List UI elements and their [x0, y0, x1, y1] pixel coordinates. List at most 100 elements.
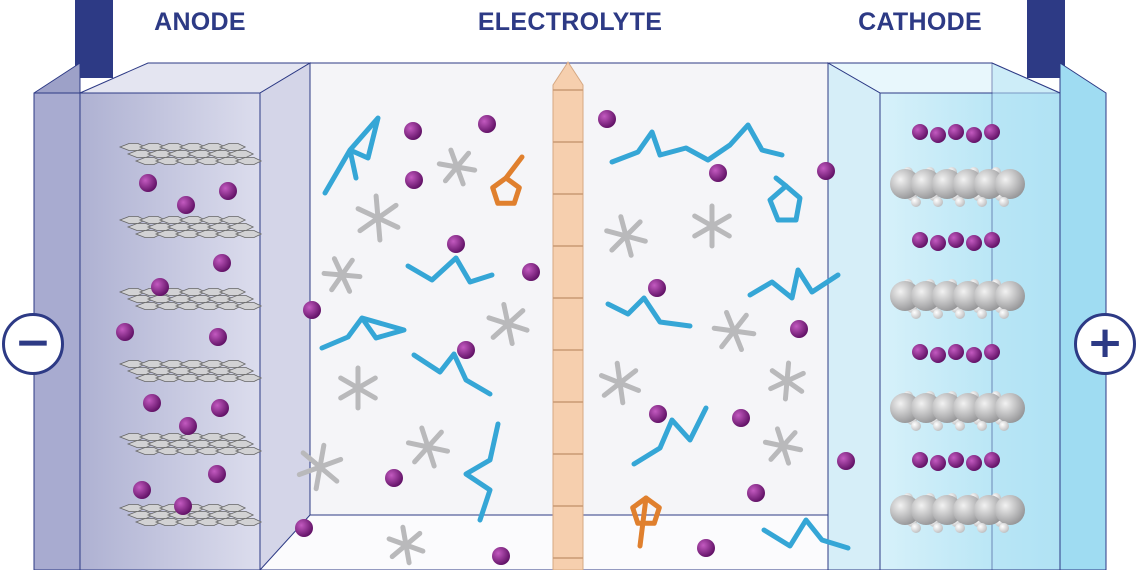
cathode-terminal-post [1027, 0, 1065, 78]
salt-star-icon [711, 309, 757, 353]
ion-sphere-icon [790, 320, 808, 338]
salt-star-icon [355, 193, 401, 243]
ion-sphere-icon [930, 455, 946, 471]
ion-sphere-icon [930, 347, 946, 363]
solvent-molecule-icon [463, 421, 501, 523]
solvent-molecule-icon [747, 267, 841, 301]
ion-sphere-icon [303, 301, 321, 319]
ion-sphere-icon [837, 452, 855, 470]
graphite-sheet-icon [118, 143, 263, 165]
cathode-label: CATHODE [858, 8, 982, 36]
solvent-molecule-icon [631, 405, 709, 467]
ion-sphere-icon [133, 481, 151, 499]
ion-sphere-icon [211, 399, 229, 417]
salt-molecules [296, 147, 806, 566]
ion-sphere-icon [139, 174, 157, 192]
salt-star-icon [436, 147, 478, 187]
ion-sphere-icon [648, 279, 666, 297]
salt-star-icon [598, 360, 642, 406]
solvent-molecule-icon [767, 183, 803, 223]
ion-sphere-icon [948, 344, 964, 360]
ion-sphere-icon [966, 455, 982, 471]
additive-molecules [490, 154, 662, 549]
salt-star-icon [386, 524, 426, 566]
salt-star-icon [405, 425, 451, 469]
solvent-molecule-icon [319, 315, 407, 351]
ion-sphere-icon [697, 539, 715, 557]
ion-sphere-icon [912, 344, 928, 360]
ion-sphere-icon [948, 232, 964, 248]
solvent-molecule-icon [609, 122, 785, 165]
ion-sphere-icon [930, 235, 946, 251]
ion-sphere-icon [984, 452, 1000, 468]
anode-collector [33, 62, 81, 570]
ion-sphere-icon [912, 232, 928, 248]
ion-sphere-icon [817, 162, 835, 180]
ion-sphere-icon [177, 196, 195, 214]
ion-sphere-icon [948, 124, 964, 140]
salt-star-icon [321, 256, 363, 294]
salt-star-icon [486, 301, 530, 347]
salt-star-icon [768, 360, 806, 402]
graphite-sheet-icon [118, 433, 263, 455]
ion-sphere-icon [404, 122, 422, 140]
anode-label: ANODE [154, 8, 246, 36]
ion-sphere-icon [174, 497, 192, 515]
ion-sphere-icon [219, 182, 237, 200]
ion-sphere-icon [295, 519, 313, 537]
graphite-sheet-icon [118, 360, 263, 382]
ion-sphere-icon [598, 110, 616, 128]
ion-sphere-icon [984, 232, 1000, 248]
metal-oxide-layer-icon [890, 167, 1025, 207]
solvent-molecule-icon [405, 255, 495, 285]
salt-star-icon [692, 203, 732, 249]
solvent-molecules [319, 115, 851, 551]
salt-star-icon [296, 442, 344, 492]
solvent-molecule-icon [761, 517, 851, 551]
electrolyte-label: ELECTROLYTE [477, 8, 663, 36]
lithium-ions [116, 110, 855, 565]
ion-sphere-icon [213, 254, 231, 272]
anode-panel [79, 62, 312, 570]
separator-membrane [552, 61, 584, 570]
salt-star-icon [762, 426, 804, 466]
plus-icon: + [1086, 317, 1124, 368]
ion-sphere-icon [143, 394, 161, 412]
solvent-molecule-icon [411, 351, 493, 397]
ring-additive-icon [490, 154, 525, 206]
ion-sphere-icon [709, 164, 727, 182]
ion-sphere-icon [492, 547, 510, 565]
ion-sphere-icon [209, 328, 227, 346]
ion-sphere-icon [984, 124, 1000, 140]
ion-sphere-icon [966, 127, 982, 143]
ion-sphere-icon [405, 171, 423, 189]
ion-sphere-icon [984, 344, 1000, 360]
cathode-collector [1059, 62, 1107, 570]
graphite-layers [118, 143, 263, 526]
minus-icon: − [14, 317, 52, 368]
ring-additive-icon [630, 495, 662, 549]
solvent-molecule-icon [605, 295, 693, 329]
ion-sphere-icon [116, 323, 134, 341]
negative-terminal: − [2, 313, 64, 375]
metal-oxide-layer-icon [890, 493, 1025, 533]
ion-sphere-icon [948, 452, 964, 468]
positive-terminal: + [1074, 313, 1136, 375]
ion-sphere-icon [522, 263, 540, 281]
ion-sphere-icon [457, 341, 475, 359]
ion-sphere-icon [930, 127, 946, 143]
ion-sphere-icon [649, 405, 667, 423]
graphite-sheet-icon [118, 216, 263, 238]
ion-sphere-icon [912, 124, 928, 140]
salt-star-icon [338, 365, 378, 411]
solvent-molecule-icon [322, 115, 381, 196]
ion-sphere-icon [478, 115, 496, 133]
ion-sphere-icon [385, 469, 403, 487]
ion-sphere-icon [966, 235, 982, 251]
ion-sphere-icon [179, 417, 197, 435]
ion-sphere-icon [966, 347, 982, 363]
ion-sphere-icon [912, 452, 928, 468]
metal-oxide-layer-icon [890, 279, 1025, 319]
